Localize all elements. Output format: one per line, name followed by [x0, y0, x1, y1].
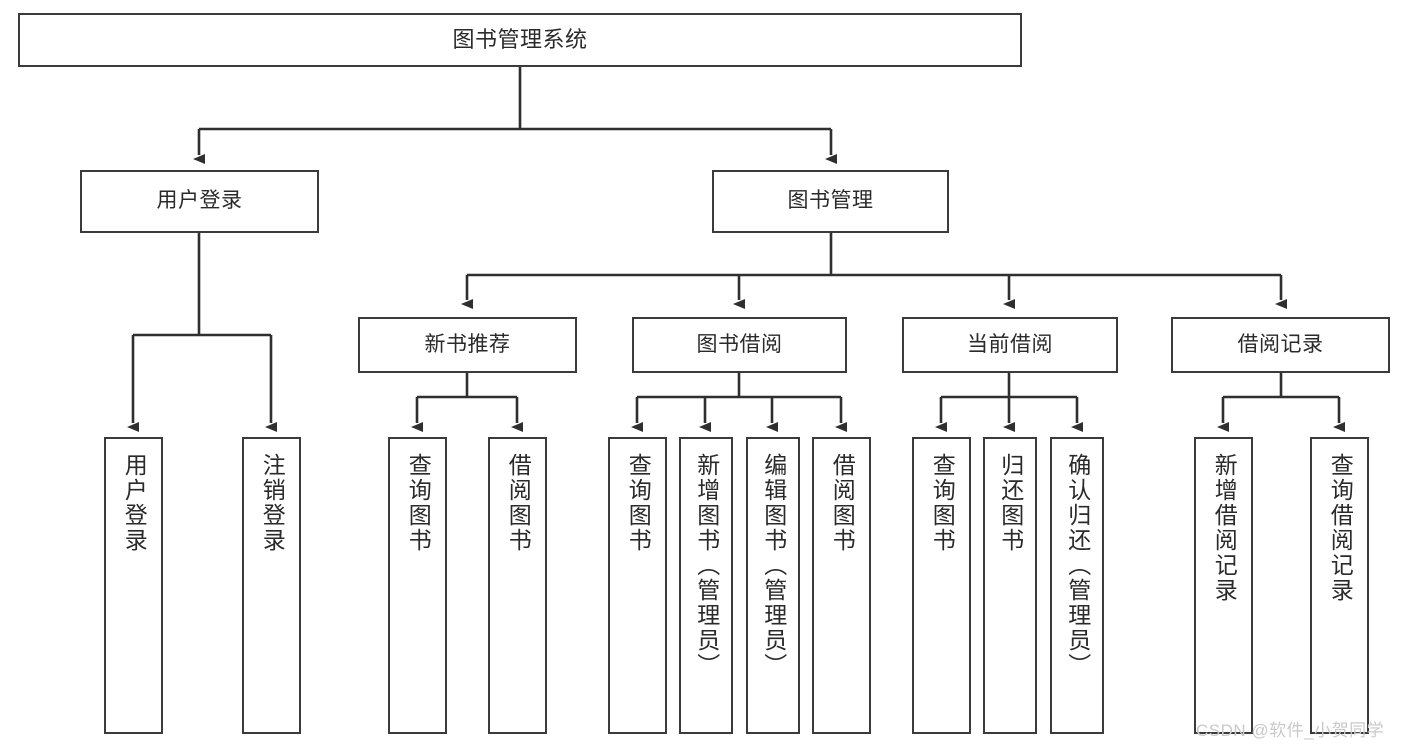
node-book-borrow[interactable]: 图书借阅	[632, 317, 847, 373]
leaf-cb-confirm-return-label: 确认归还（管理员）	[1064, 453, 1091, 678]
leaf-br-query-record-label: 查询借阅记录	[1327, 453, 1354, 603]
leaf-logout[interactable]: 注销登录	[242, 437, 301, 734]
leaf-bb-add-book[interactable]: 新增图书（管理员）	[679, 437, 733, 734]
node-root-label: 图书管理系统	[452, 27, 588, 53]
node-book-management[interactable]: 图书管理	[712, 170, 949, 233]
node-root[interactable]: 图书管理系统	[18, 13, 1022, 67]
node-user-login[interactable]: 用户登录	[80, 170, 319, 233]
leaf-nb-borrow-book-label: 借阅图书	[505, 453, 532, 553]
leaf-user-login[interactable]: 用户登录	[104, 437, 163, 734]
leaf-cb-query-book-label: 查询图书	[929, 453, 956, 553]
leaf-br-add-record-label: 新增借阅记录	[1211, 453, 1238, 603]
leaf-cb-query-book[interactable]: 查询图书	[912, 437, 971, 734]
leaf-bb-edit-book[interactable]: 编辑图书（管理员）	[746, 437, 800, 734]
node-book-management-label: 图书管理	[787, 189, 874, 213]
leaf-cb-return-book[interactable]: 归还图书	[983, 437, 1037, 734]
leaf-nb-query-book[interactable]: 查询图书	[388, 437, 447, 734]
node-new-book-recommend[interactable]: 新书推荐	[358, 317, 577, 373]
leaf-user-login-label: 用户登录	[121, 453, 148, 553]
leaf-bb-query-book[interactable]: 查询图书	[608, 437, 667, 734]
leaf-bb-query-book-label: 查询图书	[625, 453, 652, 553]
leaf-cb-return-book-label: 归还图书	[997, 453, 1024, 553]
leaf-br-query-record[interactable]: 查询借阅记录	[1310, 437, 1369, 734]
leaf-nb-borrow-book[interactable]: 借阅图书	[488, 437, 547, 734]
leaf-cb-confirm-return[interactable]: 确认归还（管理员）	[1050, 437, 1104, 734]
node-user-login-label: 用户登录	[156, 189, 243, 213]
node-book-borrow-label: 图书借阅	[696, 332, 783, 356]
leaf-nb-query-book-label: 查询图书	[405, 453, 432, 553]
node-current-borrow-label: 当前借阅	[967, 332, 1053, 356]
node-current-borrow[interactable]: 当前借阅	[902, 317, 1118, 373]
node-new-book-recommend-label: 新书推荐	[424, 332, 511, 356]
leaf-bb-borrow-book-label: 借阅图书	[829, 453, 856, 553]
node-borrow-record-label: 借阅记录	[1237, 332, 1324, 356]
leaf-bb-borrow-book[interactable]: 借阅图书	[812, 437, 871, 734]
leaf-logout-label: 注销登录	[259, 453, 286, 553]
leaf-bb-edit-book-label: 编辑图书（管理员）	[760, 453, 787, 678]
leaf-br-add-record[interactable]: 新增借阅记录	[1194, 437, 1253, 734]
leaf-bb-add-book-label: 新增图书（管理员）	[693, 453, 720, 678]
node-borrow-record[interactable]: 借阅记录	[1171, 317, 1390, 373]
watermark: CSDN @软件_小贺同学	[1196, 721, 1385, 740]
